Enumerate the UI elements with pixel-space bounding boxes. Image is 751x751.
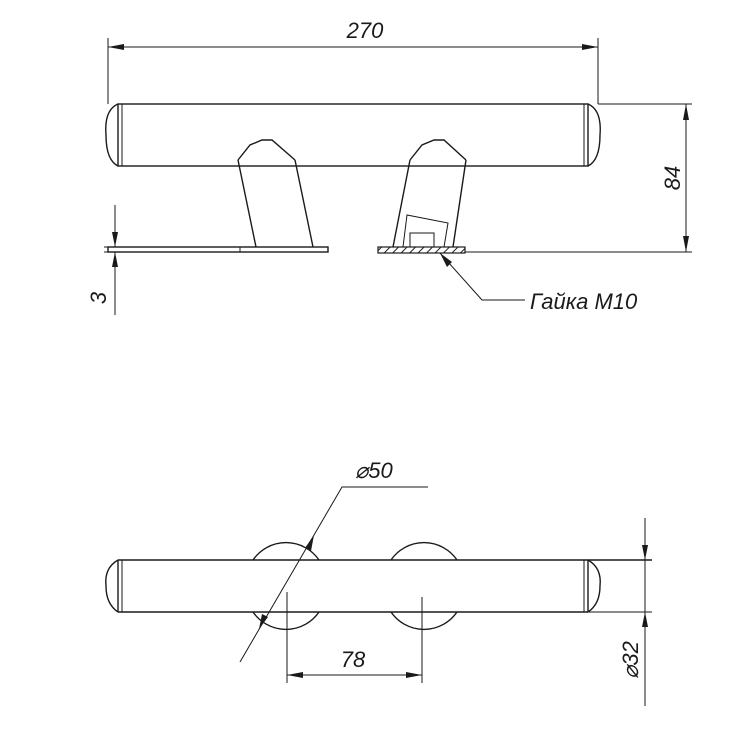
length-label: 270 — [346, 18, 384, 43]
bar-top — [105, 559, 652, 613]
spacing-label: 78 — [341, 647, 366, 672]
dimension-bar-diameter: ⌀32 — [618, 518, 648, 706]
base-circles — [252, 541, 458, 631]
bar — [105, 103, 601, 167]
dimension-spacing: 78 — [286, 592, 423, 683]
top-view: ⌀50 78 ⌀32 — [105, 458, 652, 706]
nut — [409, 232, 435, 248]
thickness-label: 3 — [86, 291, 111, 304]
height-label: 84 — [660, 166, 685, 190]
right-post-section — [377, 139, 692, 254]
dimension-length: 270 — [107, 18, 599, 104]
nut-callout-label: Гайка М10 — [530, 289, 638, 314]
dimension-base-diameter: ⌀50 — [239, 458, 428, 663]
dimension-thickness: 3 — [86, 205, 130, 315]
dimension-height: 84 — [598, 103, 692, 252]
nut-callout: Гайка М10 — [439, 252, 638, 314]
base-diameter-label: ⌀50 — [355, 458, 393, 483]
front-view: 270 84 3 Гайка М10 — [86, 18, 692, 315]
left-post — [107, 139, 329, 253]
bar-diameter-label: ⌀32 — [618, 641, 643, 679]
